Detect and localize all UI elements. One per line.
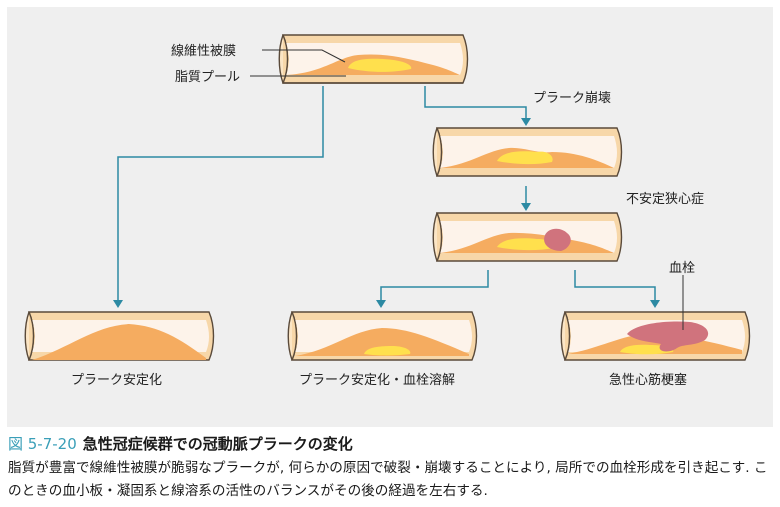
figure-number: 図 5-7-20 <box>8 435 77 453</box>
arrow-top-to-rupture <box>424 86 527 120</box>
lipid-pool-shape <box>497 238 556 251</box>
arrowhead <box>521 118 531 126</box>
arrow-top-to-stabilized <box>117 86 324 302</box>
plaque-shape <box>32 324 206 360</box>
vessel-stabilized-thrombolysis <box>287 311 478 361</box>
arrowhead <box>521 203 531 211</box>
label-unstable-angina: 不安定狭心症 <box>626 192 704 207</box>
label-lipid-pool: 脂質プール <box>175 70 240 85</box>
vessel-plaque-initial <box>278 34 469 84</box>
caption-heading: 図 5-7-20 急性冠症候群での冠動脈プラークの変化 <box>8 433 774 455</box>
lipid-pool-shape <box>364 346 411 356</box>
label-thrombus: 血栓 <box>669 261 695 276</box>
thrombus-shape <box>627 321 709 352</box>
label-stabilized: プラーク安定化 <box>71 373 162 388</box>
vessel-acute-mi <box>560 311 751 361</box>
arrowhead <box>650 300 660 308</box>
lipid-pool-shape <box>348 58 412 72</box>
label-fibrous-cap: 線維性被膜 <box>171 43 236 59</box>
vessel-plaque-rupture <box>432 127 623 177</box>
arrowhead <box>113 300 123 308</box>
plaque-shape <box>568 334 742 354</box>
label-acute-mi: 急性心筋梗塞 <box>609 372 687 388</box>
thrombus-shape <box>544 228 571 251</box>
figure-description: 脂質が豊富で線維性被膜が脆弱なプラークが, 何らかの原因で破裂・崩壊することによ… <box>8 460 768 499</box>
vessel-stabilized <box>24 311 215 361</box>
lipid-pool-shape <box>497 151 553 165</box>
plaque-shape <box>295 328 469 356</box>
label-plaque-rupture: プラーク崩壊 <box>533 91 611 106</box>
vessel-unstable-angina <box>432 212 623 262</box>
figure-title: 急性冠症候群での冠動脈プラークの変化 <box>82 435 353 453</box>
figure-caption: 図 5-7-20 急性冠症候群での冠動脈プラークの変化 脂質が豊富で線維性被膜が脆… <box>8 433 774 503</box>
label-stabilized-thrombolysis: プラーク安定化・血栓溶解 <box>299 373 455 388</box>
arrowhead <box>376 300 386 308</box>
plaque-progression-diagram: 線維性被膜 脂質プール プラーク崩壊 不安定狭心症 血栓 プラーク安定化 プラー… <box>24 34 751 388</box>
arrow-unstable-branches <box>380 270 656 302</box>
leader-fibrous-cap <box>262 49 346 63</box>
